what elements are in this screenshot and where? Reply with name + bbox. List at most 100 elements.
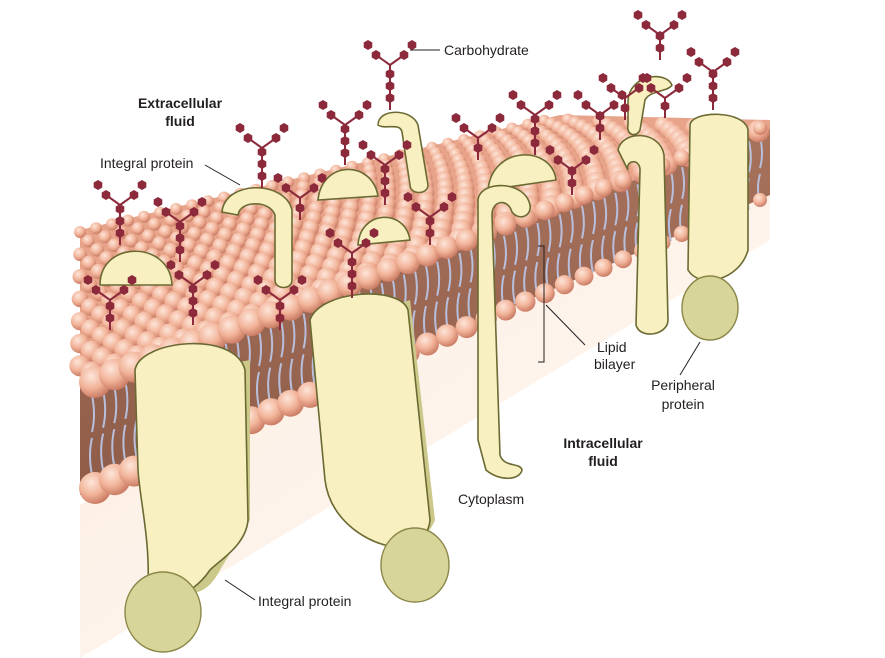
sugar-unit — [447, 192, 457, 202]
sugar-unit — [161, 207, 171, 217]
phospholipid-head — [158, 224, 173, 239]
sugar-unit — [362, 100, 372, 110]
phospholipid-head — [204, 221, 220, 237]
phospholipid-head — [554, 275, 575, 295]
carbohydrate-chain — [545, 145, 599, 195]
lipid-tail — [469, 248, 474, 283]
sugar-unit — [119, 285, 129, 295]
lipid-tail — [124, 381, 129, 420]
carbohydrate-chain — [273, 173, 327, 220]
carbohydrate-chain — [153, 197, 207, 262]
sugar-unit — [581, 155, 591, 165]
sugar-unit — [638, 73, 648, 83]
lipid-tail — [525, 227, 530, 261]
sugar-unit — [544, 100, 554, 110]
phospholipid-head — [535, 200, 555, 221]
lipid-tail — [413, 270, 418, 305]
phospholipid-head — [435, 324, 459, 347]
lipid-tail — [458, 252, 463, 288]
phospholipid-head — [297, 286, 324, 313]
sugar-unit — [235, 123, 245, 133]
sugar-unit — [153, 197, 163, 207]
sugar-unit — [385, 69, 395, 79]
sugar-unit — [93, 180, 103, 190]
sugar-unit — [347, 281, 357, 291]
lipid-tail — [291, 317, 296, 354]
sugar-unit — [394, 150, 404, 160]
lipid-tail — [590, 239, 594, 273]
integral-protein-middle — [309, 293, 450, 603]
lipid-tail — [667, 208, 672, 242]
sugar-unit — [273, 173, 283, 183]
sugar-unit — [682, 73, 692, 83]
sugar-unit — [677, 10, 687, 20]
carbohydrate-chain — [633, 10, 687, 60]
sugar-unit — [371, 50, 381, 60]
lipid-tail — [111, 428, 116, 467]
phospholipid-head — [209, 211, 224, 225]
peripheral-protein-left — [124, 571, 202, 653]
sugar-unit — [403, 192, 413, 202]
sugar-unit — [317, 173, 327, 183]
integral-protein-left — [134, 342, 250, 600]
phospholipid-head — [187, 226, 202, 241]
sugar-unit — [354, 110, 364, 120]
phospholipid-head — [594, 258, 613, 277]
sugar-unit — [425, 216, 435, 226]
lipid-tail — [447, 257, 452, 292]
phospholipid-head — [106, 218, 118, 231]
lipid-tail — [547, 218, 552, 252]
phospholipid-head — [594, 178, 613, 197]
sugar-unit — [439, 202, 449, 212]
sugar-unit — [202, 270, 212, 280]
carbohydrate-chain — [318, 100, 372, 165]
sugar-unit — [660, 101, 670, 111]
sugar-unit — [281, 183, 291, 193]
label-integral-protein-top: Integral protein — [100, 155, 193, 171]
sugar-unit — [340, 124, 350, 134]
sugar-unit — [188, 296, 198, 306]
phospholipid-head — [131, 222, 145, 235]
sugar-unit — [275, 313, 285, 323]
sugar-unit — [363, 40, 373, 50]
sugar-unit — [115, 216, 125, 226]
lipid-tail — [681, 166, 686, 200]
leader-lines — [204, 49, 701, 601]
sugar-unit — [347, 269, 357, 279]
sugar-unit — [101, 190, 111, 200]
sugar-unit — [271, 133, 281, 143]
phospholipid-head — [416, 243, 439, 267]
sugar-unit — [175, 221, 185, 231]
phospholipid-head — [435, 236, 459, 259]
lipid-tail — [514, 231, 519, 266]
carbohydrate-chain — [403, 192, 457, 245]
label-integral-protein-bottom: Integral protein — [258, 593, 351, 609]
phospholipid-head — [753, 121, 767, 135]
sugar-unit — [188, 308, 198, 318]
sugar-unit — [275, 301, 285, 311]
sugar-unit — [516, 100, 526, 110]
ribbon-proteins — [221, 75, 749, 480]
phospholipid-head — [141, 229, 156, 243]
sugar-unit — [730, 47, 740, 57]
sugar-unit — [573, 90, 583, 100]
carbohydrate-chain — [253, 275, 307, 330]
lipid-tail — [536, 222, 541, 257]
sugar-unit — [609, 100, 619, 110]
phospholipid-head — [181, 237, 197, 253]
sugar-unit — [589, 145, 599, 155]
carbohydrate-chains — [83, 10, 740, 330]
phospholipid-head — [455, 229, 478, 252]
carbohydrate-chain — [573, 90, 627, 140]
sugar-unit — [669, 20, 679, 30]
carbohydrate-chain — [83, 275, 137, 330]
phospholipid-head — [74, 226, 86, 238]
carbohydrate-chain — [166, 260, 220, 325]
surface-proteins — [99, 154, 557, 286]
cytoplasm-region — [80, 185, 770, 658]
sugar-unit — [166, 260, 176, 270]
sugar-unit — [686, 47, 696, 57]
sugar-unit — [105, 301, 115, 311]
lipid-bilayer-bracket — [538, 245, 545, 363]
phospholipid-head — [170, 203, 182, 215]
